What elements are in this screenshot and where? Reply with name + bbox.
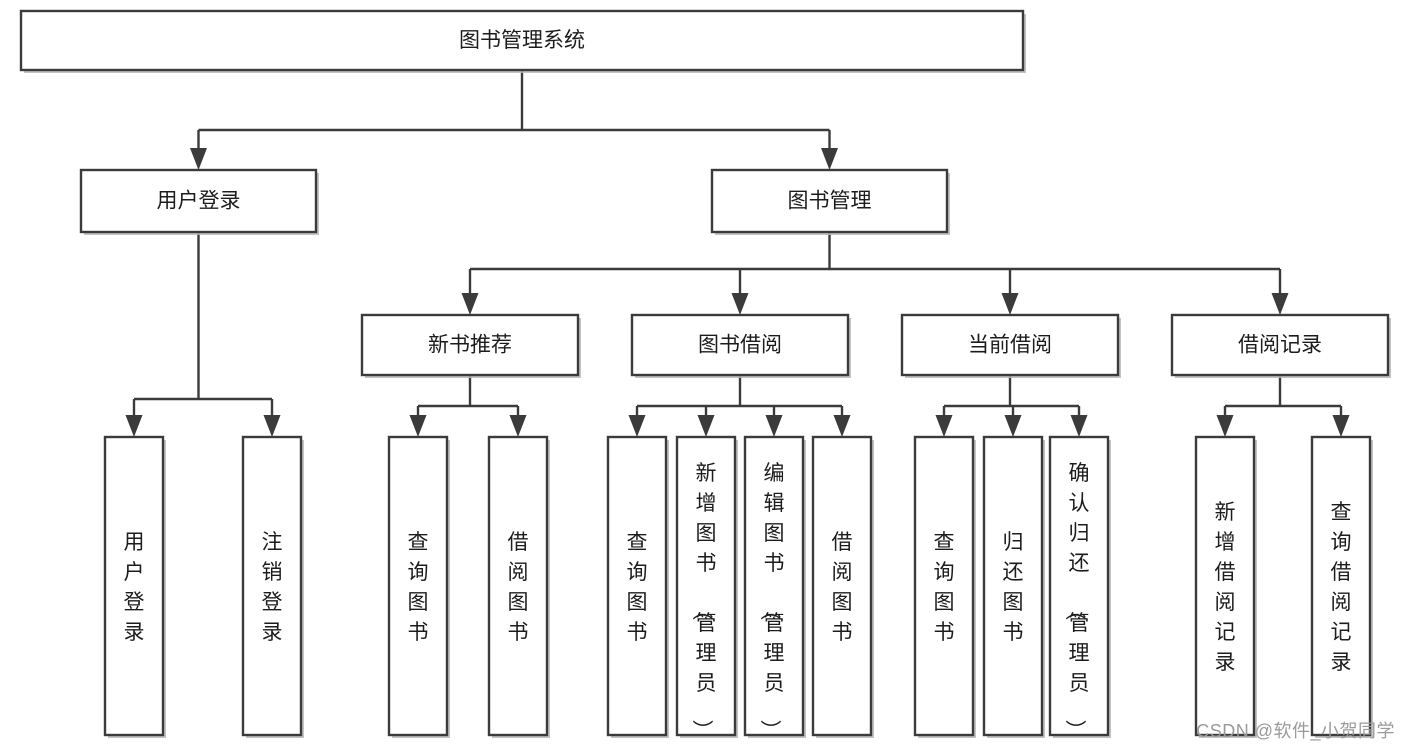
node-new-book-recommend[interactable]: 新书推荐	[360, 313, 581, 378]
node-leaf-query-record[interactable]: 查询借阅记录	[1310, 435, 1373, 738]
node-borrow-record[interactable]: 借阅记录	[1170, 313, 1391, 378]
node-label: 查询借阅记录	[1331, 501, 1352, 674]
arrow-head-icon	[125, 415, 143, 437]
nodes-layer: 图书管理系统用户登录图书管理新书推荐图书借阅当前借阅借阅记录用户登录注销登录查询…	[19, 9, 1391, 741]
node-label: 用户登录	[157, 190, 241, 213]
node-box[interactable]	[241, 435, 303, 737]
node-leaf-borrow-book-1[interactable]: 借阅图书	[487, 435, 550, 738]
node-label: 图书管理	[788, 190, 872, 213]
arrow-head-icon	[1004, 415, 1022, 437]
node-label: 确认归还（管理员）	[1064, 462, 1090, 741]
node-label: 新书推荐	[428, 334, 512, 357]
node-box[interactable]	[743, 435, 805, 737]
node-leaf-add-record[interactable]: 新增借阅记录	[1194, 435, 1257, 738]
node-leaf-borrow-book-2[interactable]: 借阅图书	[811, 435, 874, 738]
edge-group-book-manage	[461, 232, 1289, 315]
node-leaf-query-book-1[interactable]: 查询图书	[387, 435, 450, 738]
node-label: 注销登录	[262, 531, 283, 644]
node-label: 借阅记录	[1238, 334, 1322, 357]
arrow-head-icon	[628, 415, 646, 437]
arrow-head-icon	[731, 293, 749, 315]
watermark-label: CSDN @软件_小贺同学	[1196, 721, 1395, 741]
node-leaf-logout[interactable]: 注销登录	[241, 435, 304, 738]
node-box[interactable]	[360, 313, 580, 377]
node-book-borrow[interactable]: 图书借阅	[630, 313, 851, 378]
node-box[interactable]	[710, 168, 949, 234]
node-box[interactable]	[1194, 435, 1256, 737]
node-box[interactable]	[1170, 313, 1390, 377]
node-box[interactable]	[387, 435, 449, 737]
node-label: 借阅图书	[832, 531, 853, 644]
node-label: 查询图书	[934, 531, 955, 644]
node-box[interactable]	[1048, 435, 1110, 737]
node-book-manage[interactable]: 图书管理	[710, 168, 950, 235]
node-label: 归还图书	[1003, 531, 1024, 644]
node-label: 编辑图书（管理员）	[759, 462, 785, 741]
arrow-head-icon	[765, 415, 783, 437]
node-leaf-query-book-2[interactable]: 查询图书	[606, 435, 669, 738]
node-box[interactable]	[1310, 435, 1372, 737]
node-user-login[interactable]: 用户登录	[79, 168, 319, 235]
node-box[interactable]	[487, 435, 549, 737]
node-box[interactable]	[19, 9, 1025, 72]
node-leaf-add-book[interactable]: 新增图书（管理员）	[675, 435, 738, 741]
arrow-head-icon	[1332, 415, 1350, 437]
node-label: 图书管理系统	[459, 29, 585, 52]
node-leaf-user-login[interactable]: 用户登录	[103, 435, 166, 738]
node-root[interactable]: 图书管理系统	[19, 9, 1026, 73]
arrow-head-icon	[1271, 293, 1289, 315]
node-leaf-confirm-return[interactable]: 确认归还（管理员）	[1048, 435, 1111, 741]
node-label: 新增图书（管理员）	[691, 462, 717, 741]
arrow-head-icon	[833, 415, 851, 437]
node-label: 当前借阅	[968, 334, 1052, 357]
edges-layer	[125, 70, 1350, 437]
edge-group-user-login	[125, 232, 281, 437]
arrow-head-icon	[935, 415, 953, 437]
arrow-head-icon	[1070, 415, 1088, 437]
node-box[interactable]	[103, 435, 165, 737]
node-box[interactable]	[982, 435, 1044, 737]
node-box[interactable]	[900, 313, 1120, 377]
node-label: 新增借阅记录	[1215, 501, 1236, 674]
arrow-head-icon	[263, 415, 281, 437]
arrow-head-icon	[821, 148, 838, 170]
edge-group-book-borrow	[628, 375, 851, 437]
node-label: 图书借阅	[698, 334, 782, 357]
node-box[interactable]	[79, 168, 318, 234]
node-box[interactable]	[913, 435, 975, 737]
arrow-head-icon	[1001, 293, 1019, 315]
node-leaf-edit-book[interactable]: 编辑图书（管理员）	[743, 435, 806, 741]
node-label: 查询图书	[408, 531, 429, 644]
node-label: 借阅图书	[508, 531, 529, 644]
node-box[interactable]	[675, 435, 737, 737]
arrow-head-icon	[190, 148, 207, 170]
node-box[interactable]	[606, 435, 668, 737]
arrow-head-icon	[461, 293, 479, 315]
node-box[interactable]	[630, 313, 850, 377]
arrow-head-icon	[409, 415, 427, 437]
arrow-head-icon	[1216, 415, 1234, 437]
node-box[interactable]	[811, 435, 873, 737]
edge-group-borrow-record	[1216, 375, 1350, 437]
arrow-head-icon	[697, 415, 715, 437]
node-leaf-return-book[interactable]: 归还图书	[982, 435, 1045, 738]
node-label: 查询图书	[627, 531, 648, 644]
edge-group-root	[190, 70, 838, 170]
node-label: 用户登录	[124, 531, 145, 644]
arrow-head-icon	[509, 415, 527, 437]
edge-group-current-borrow	[935, 375, 1088, 437]
node-current-borrow[interactable]: 当前借阅	[900, 313, 1121, 378]
edge-group-new-book-recommend	[409, 375, 527, 437]
node-leaf-query-book-3[interactable]: 查询图书	[913, 435, 976, 738]
